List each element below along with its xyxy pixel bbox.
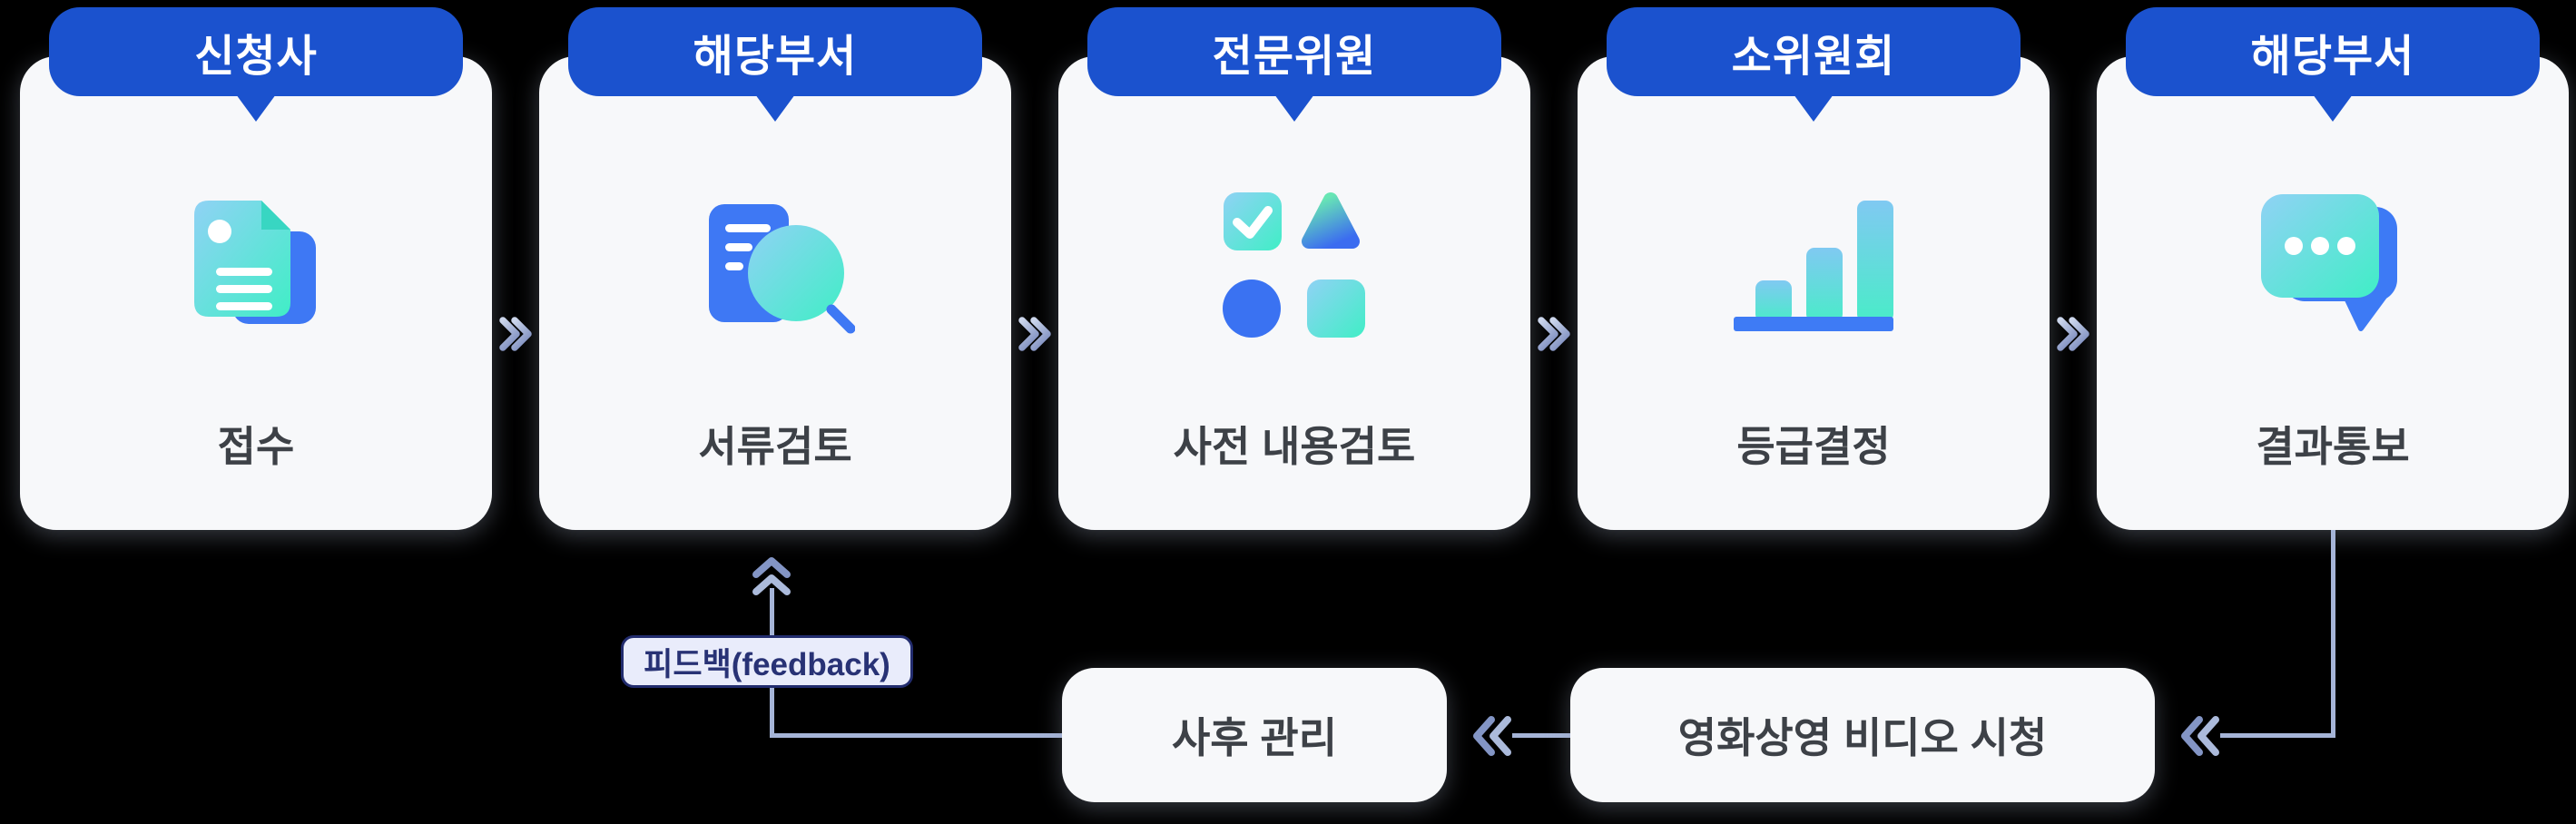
feedback-label-text: 피드백(feedback) xyxy=(644,646,890,682)
step-actor-label: 해당부서 xyxy=(2250,33,2415,81)
step-card-3: 전문위원 사전 내용검토 xyxy=(1058,7,1530,530)
badge-pointer xyxy=(236,94,276,122)
badge-pointer xyxy=(1274,94,1314,122)
next-step-chevron-icon xyxy=(2057,317,2089,351)
post-management-label: 사후 관리 xyxy=(1171,714,1338,761)
chat-bubbles-icon xyxy=(2261,193,2397,331)
step-card-4: 소위원회 등급결정 xyxy=(1578,7,2050,530)
arrow-left-icon xyxy=(2181,716,2219,756)
documents-icon xyxy=(194,201,316,324)
next-step-chevron-icon xyxy=(1538,317,1570,351)
step-actor-label: 신청사 xyxy=(194,33,318,81)
step-actor-label: 전문위원 xyxy=(1212,33,1377,81)
bar-chart-icon xyxy=(1734,201,1893,331)
badge-pointer xyxy=(755,94,795,122)
step-label: 결과통보 xyxy=(2256,423,2410,470)
connector-line xyxy=(1512,733,1574,738)
step-actor-badge: 소위원회 xyxy=(1607,7,2020,96)
feedback-label: 피드백(feedback) xyxy=(621,635,913,688)
badge-pointer xyxy=(1794,94,1834,122)
step-card-5: 해당부서 결과통보 xyxy=(2097,7,2569,530)
next-step-chevron-icon xyxy=(1018,317,1051,351)
document-search-icon xyxy=(708,203,855,333)
next-step-chevron-icon xyxy=(499,317,532,351)
video-viewing-label: 영화상영 비디오 시청 xyxy=(1677,714,2048,761)
video-viewing-box: 영화상영 비디오 시청 xyxy=(1570,668,2155,802)
step-label: 사전 내용검토 xyxy=(1173,423,1416,470)
step-label: 등급결정 xyxy=(1736,423,1891,470)
step-actor-badge: 전문위원 xyxy=(1087,7,1501,96)
step-actor-badge: 신청사 xyxy=(49,7,463,96)
step-label: 접수 xyxy=(217,423,295,470)
arrow-left-icon xyxy=(1473,716,1511,756)
badge-pointer xyxy=(2313,94,2353,122)
step-actor-label: 소위원회 xyxy=(1731,33,1896,81)
step-card-1: 신청사 접수 xyxy=(20,7,492,530)
connector-line xyxy=(2220,733,2335,738)
feedback-arrow-up-icon xyxy=(752,557,791,595)
step-label: 서류검토 xyxy=(698,423,852,470)
connector-line xyxy=(770,733,1064,738)
step-actor-badge: 해당부서 xyxy=(2126,7,2540,96)
connector-line xyxy=(770,588,774,637)
step-actor-label: 해당부서 xyxy=(693,33,858,81)
post-management-box: 사후 관리 xyxy=(1062,668,1447,802)
connector-line xyxy=(770,686,774,738)
step-card-2: 해당부서 서류검토 xyxy=(539,7,1011,530)
connector-line xyxy=(2331,530,2335,738)
shapes-grid-icon xyxy=(1223,191,1365,338)
step-actor-badge: 해당부서 xyxy=(568,7,982,96)
